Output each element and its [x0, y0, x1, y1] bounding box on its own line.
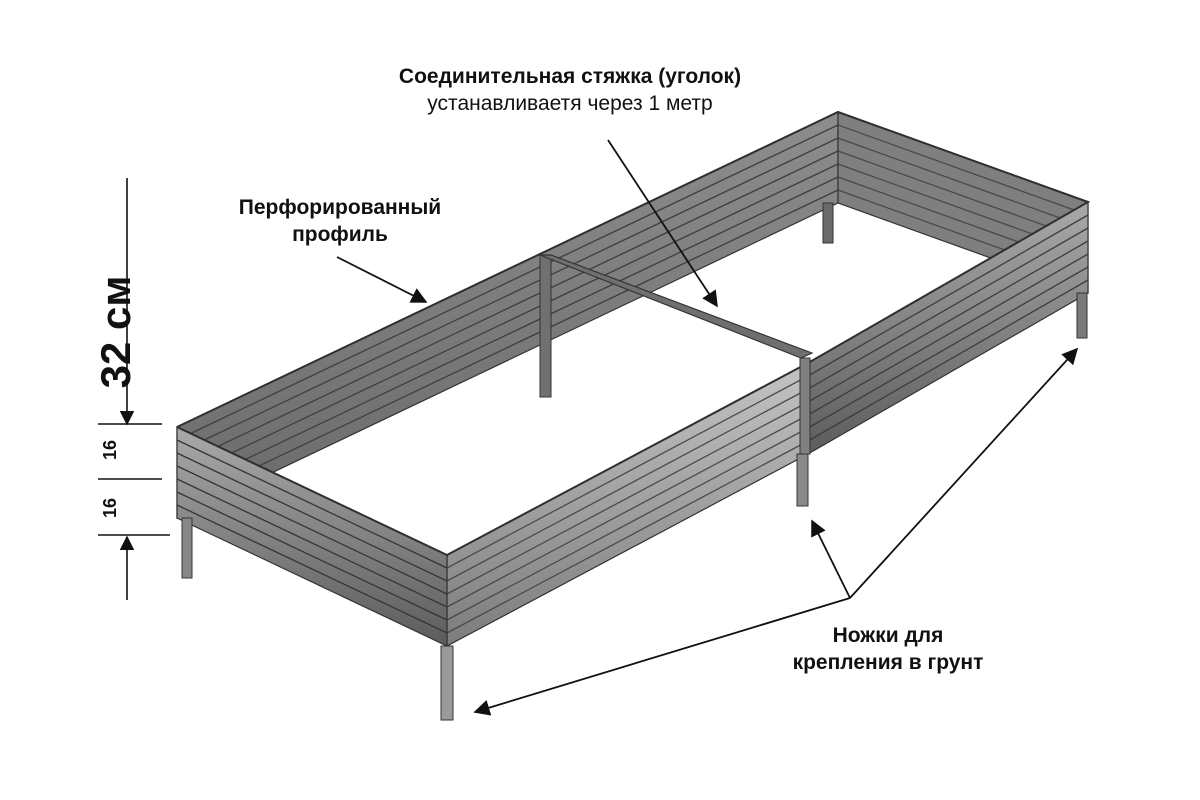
middle-post-back: [539, 254, 552, 398]
left-end-ribs: [176, 439, 448, 634]
profile-label: Перфорированный профиль: [190, 194, 490, 248]
upper-section-label: 16: [100, 439, 120, 461]
total-height-label: 32 см: [92, 275, 139, 389]
front-corner-leg: [440, 645, 454, 721]
left-leg: [181, 517, 193, 579]
legs-pointer-front: [473, 597, 851, 716]
connector-subtitle: устанавливаетя через 1 метр: [427, 92, 713, 115]
front-wall-ribs: [446, 375, 809, 634]
legs-label-line1: Ножки для: [832, 624, 944, 647]
profile-pointer: [336, 256, 428, 303]
top-rim: [176, 110, 1091, 557]
right-end-ribs: [807, 214, 1089, 442]
connector-pointer: [607, 139, 718, 308]
back-leg: [822, 202, 834, 244]
right-leg: [1076, 292, 1088, 339]
profile-label-line2: профиль: [292, 223, 388, 246]
lower-section-label: 16: [100, 497, 120, 519]
legs-label: Ножки для крепления в грунт: [738, 622, 1038, 676]
height-dimension: [98, 178, 170, 600]
middle-leg: [796, 453, 809, 507]
connector-label: Соединительная стяжка (уголок) устанавли…: [300, 63, 840, 117]
connector-title: Соединительная стяжка (уголок): [398, 65, 742, 88]
connector-brace: [539, 254, 814, 359]
legs-pointer-middle: [811, 519, 851, 599]
legs-pointer-right: [849, 347, 1079, 599]
legs-label-line2: крепления в грунт: [792, 651, 984, 674]
back-wall-ribs: [176, 124, 839, 506]
middle-post-front: [799, 357, 811, 455]
profile-label-line1: Перфорированный: [238, 196, 442, 219]
